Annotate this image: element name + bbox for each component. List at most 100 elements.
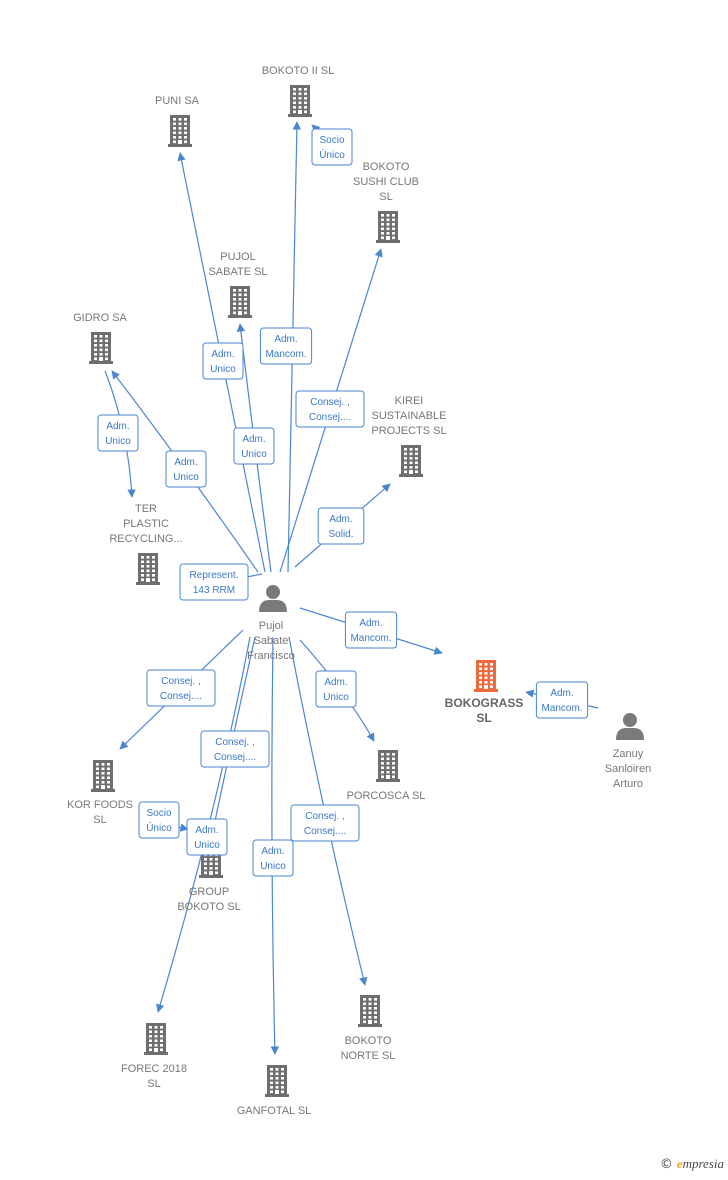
node-label: RECYCLING... bbox=[109, 533, 182, 545]
edge-label-pujolf-to-punisa[interactable]: Adm. Unico bbox=[202, 342, 244, 380]
edge-label-text: Consej.... bbox=[160, 691, 202, 702]
edge-label-text: Socio bbox=[319, 135, 344, 146]
node-ter[interactable]: TERPLASTICRECYCLING... bbox=[109, 503, 183, 585]
building-icon bbox=[168, 115, 192, 147]
node-label: PORCOSCA SL bbox=[347, 790, 426, 802]
edge-label-text: Consej.... bbox=[304, 826, 346, 837]
edge-label-box bbox=[165, 450, 207, 488]
node-korfoods[interactable]: KOR FOODS SL bbox=[67, 760, 133, 826]
edge-label-box bbox=[186, 818, 228, 856]
brand-initial: e bbox=[676, 1156, 683, 1171]
node-label: SUSHI CLUB bbox=[353, 176, 419, 188]
node-label: KOR FOODS bbox=[67, 799, 133, 811]
building-icon bbox=[91, 760, 115, 792]
building-icon bbox=[228, 286, 252, 318]
node-label: KIREI bbox=[395, 395, 424, 407]
building-icon bbox=[265, 1065, 289, 1097]
node-ganfotal[interactable]: GANFOTAL SL bbox=[237, 1065, 312, 1117]
building-icon bbox=[399, 445, 423, 477]
person-icon bbox=[259, 585, 287, 612]
node-label: SL bbox=[379, 191, 392, 203]
edge-label-box bbox=[233, 427, 275, 465]
edge-label-gidro-to-ter[interactable]: Adm.Unico bbox=[97, 414, 139, 452]
edge-label-box bbox=[200, 730, 270, 768]
edge-label-text: Adm. bbox=[324, 677, 347, 688]
edges-layer bbox=[104, 121, 599, 1055]
node-label: Sabate bbox=[254, 635, 289, 647]
building-icon bbox=[136, 553, 160, 585]
edge-label-text: Único bbox=[146, 821, 172, 834]
edge-label-box bbox=[295, 390, 365, 428]
node-label: GROUP bbox=[189, 886, 229, 898]
edge-label-box bbox=[290, 804, 360, 842]
node-gidro[interactable]: GIDRO SA bbox=[73, 312, 128, 364]
node-label: FOREC 2018 bbox=[121, 1063, 187, 1075]
building-icon bbox=[144, 1023, 168, 1055]
edge-label-text: Mancom. bbox=[350, 633, 391, 644]
node-bokoto2[interactable]: BOKOTO II SL bbox=[262, 65, 335, 117]
edge-label-text: Unico bbox=[323, 692, 349, 703]
node-label: SUSTAINABLE bbox=[372, 410, 447, 422]
edge-label-pujolf-to-sushi[interactable]: Consej. , Consej.... bbox=[295, 390, 365, 428]
edge-label-box bbox=[97, 414, 139, 452]
edge-label-pujolf-to-ganfotal[interactable]: Adm.Unico bbox=[252, 839, 294, 877]
edge-label-box bbox=[252, 839, 294, 877]
edge-label-text: Mancom. bbox=[541, 703, 582, 714]
node-porcosca[interactable]: PORCOSCA SL bbox=[347, 750, 426, 802]
node-label: PUNI SA bbox=[155, 95, 200, 107]
node-label: SABATE SL bbox=[208, 266, 267, 278]
edge-label-text: Consej. , bbox=[305, 811, 344, 822]
edge-label-text: Consej. , bbox=[215, 737, 254, 748]
edge-label-pujolf-to-porcosca[interactable]: Adm. Unico bbox=[315, 670, 357, 708]
node-label: SL bbox=[476, 711, 491, 725]
node-punisa[interactable]: PUNI SA bbox=[155, 95, 200, 147]
edge-label-text: Único bbox=[319, 148, 345, 161]
edge-label-text: Adm. bbox=[174, 457, 197, 468]
edge-label-text: Adm. bbox=[211, 349, 234, 360]
edge-label-text: Unico bbox=[241, 449, 267, 460]
node-label: BOKOTO II SL bbox=[262, 65, 335, 77]
node-label: GIDRO SA bbox=[73, 312, 127, 324]
node-label: SL bbox=[93, 814, 106, 826]
edge-label-pujolf-to-forec[interactable]: Adm.Unico bbox=[186, 818, 228, 856]
edge-label-zanuy-to-bokograss[interactable]: Adm.Mancom. bbox=[535, 681, 589, 719]
edge-label-pujolf-to-korfoods[interactable]: Consej. ,Consej.... bbox=[146, 669, 216, 707]
edge-label-text: 143 RRM bbox=[193, 585, 235, 596]
edge-label-text: Unico bbox=[105, 436, 131, 447]
building-icon bbox=[288, 85, 312, 117]
edge-label-pujolf-to-ter[interactable]: Represent.143 RRM bbox=[179, 563, 249, 601]
edge-label-text: Consej.... bbox=[309, 412, 351, 423]
node-label: Francisco bbox=[247, 650, 295, 662]
edge-label-pujolf-to-groupbok[interactable]: Consej. ,Consej.... bbox=[200, 730, 270, 768]
edge-label-pujolf-to-kirei[interactable]: Adm.Solid. bbox=[317, 507, 365, 545]
edge-label-text: Adm. bbox=[274, 334, 297, 345]
edge-label-pujolf-to-bokograss[interactable]: Adm. Mancom. bbox=[344, 611, 398, 649]
node-label: Pujol bbox=[259, 620, 283, 632]
building-icon bbox=[376, 211, 400, 243]
edge-label-pujolf-to-bokoto2[interactable]: Adm.Mancom. bbox=[259, 327, 313, 365]
node-label: BOKOTO bbox=[345, 1035, 392, 1047]
edge-label-pujolf-to-bokotonorte[interactable]: Consej. , Consej.... bbox=[290, 804, 360, 842]
edge-label-pujolf-to-pujolsab[interactable]: Adm.Unico bbox=[233, 427, 275, 465]
edge-label-text: Unico bbox=[260, 861, 286, 872]
edge-label-box bbox=[202, 342, 244, 380]
edge-label-text: Adm. bbox=[359, 618, 382, 629]
node-label: Sanloiren bbox=[605, 763, 651, 775]
edge-label-text: Consej. , bbox=[310, 397, 349, 408]
edge-label-text: Unico bbox=[173, 472, 199, 483]
edge-label-text: Unico bbox=[210, 364, 236, 375]
building-icon bbox=[358, 995, 382, 1027]
edge-label-pujolf-to-gidro[interactable]: Adm. Unico bbox=[165, 450, 207, 488]
